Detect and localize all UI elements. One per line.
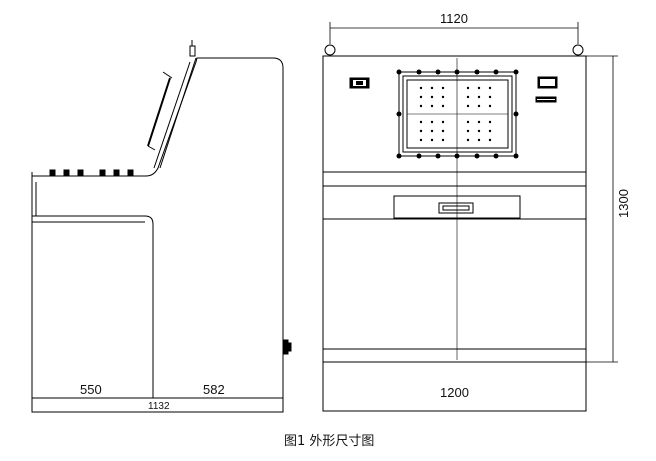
indicator-dot [441, 120, 445, 124]
indicator-dot [466, 95, 470, 99]
window-bolts [396, 69, 519, 159]
indicator-dot [488, 129, 492, 133]
indicator-dot [466, 138, 470, 142]
side-dim-right: 582 [203, 382, 225, 397]
front-dim-height: 1300 [616, 189, 631, 218]
indicator-dot [441, 104, 445, 108]
indicator-dot [488, 138, 492, 142]
indicator-dot [477, 138, 481, 142]
indicator-dot [430, 95, 434, 99]
indicator-grid [419, 86, 492, 142]
front-dim-bottom: 1200 [440, 385, 469, 400]
indicator-dot [441, 86, 445, 90]
side-dim-total: 1132 [148, 401, 170, 412]
front-dim-top: 1120 [440, 11, 468, 26]
indicator-dot [419, 104, 423, 108]
cable-gland [282, 339, 292, 355]
indicator-dot [430, 104, 434, 108]
viewing-window [396, 69, 519, 159]
indicator-dot [466, 86, 470, 90]
indicator-dot [477, 104, 481, 108]
figure-caption: 图1 外形尺寸图 [284, 434, 374, 449]
indicator-dot [441, 138, 445, 142]
indicator-dot [466, 129, 470, 133]
indicator-dot [466, 104, 470, 108]
indicator-dot [488, 95, 492, 99]
indicator-dot [477, 120, 481, 124]
indicator-dot [466, 120, 470, 124]
indicator-dot [419, 120, 423, 124]
indicator-dot [488, 86, 492, 90]
desk-knobs [49, 169, 134, 177]
indicator-dot [419, 129, 423, 133]
indicator-dot [419, 95, 423, 99]
side-dim-left: 550 [80, 382, 102, 397]
indicator-dot [430, 129, 434, 133]
indicator-dot [430, 86, 434, 90]
indicator-dot [477, 129, 481, 133]
drawer [393, 195, 521, 219]
indicator-dot [430, 138, 434, 142]
indicator-dot [441, 129, 445, 133]
front-view: 1120 1300 1200 [322, 11, 631, 412]
indicator-dot [419, 138, 423, 142]
indicator-dot [477, 95, 481, 99]
indicator-dot [488, 104, 492, 108]
indicator-dot [430, 120, 434, 124]
indicator-dot [419, 86, 423, 90]
front-view-outline [322, 55, 587, 412]
side-view: 550 582 1132 [31, 40, 292, 413]
drawer-handle [438, 202, 474, 214]
side-view-outline [31, 57, 284, 413]
indicator-dot [441, 95, 445, 99]
indicator-dot [477, 86, 481, 90]
indicator-dot [488, 120, 492, 124]
